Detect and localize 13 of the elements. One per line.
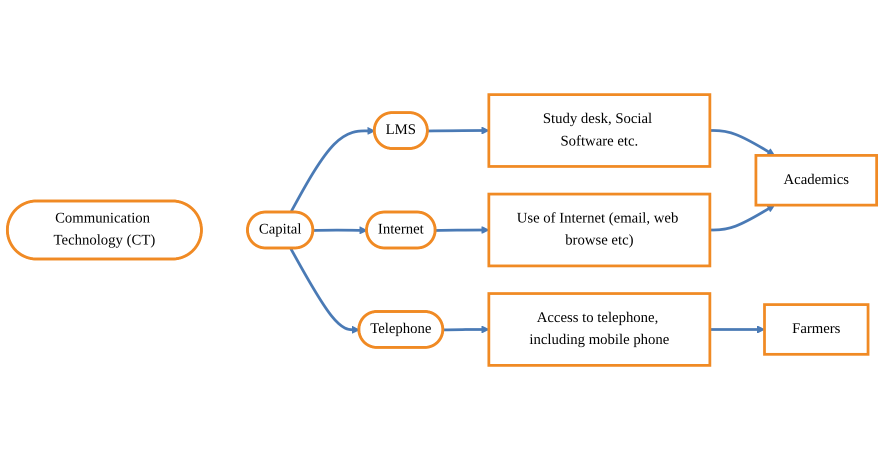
arrow (436, 226, 490, 234)
arrow (289, 248, 360, 334)
arrow (710, 204, 775, 232)
arrow (443, 325, 490, 334)
node-box: Farmers (763, 303, 870, 356)
arrow (710, 129, 775, 156)
arrow (710, 325, 765, 334)
node-box: Use of Internet (email, web browse etc) (487, 192, 712, 268)
arrow (313, 226, 368, 234)
node-box: Access to telephone, including mobile phone (487, 292, 712, 367)
node-box: Study desk, Social Software etc. (487, 93, 712, 168)
arrow (428, 126, 490, 135)
node-box: Academics (754, 154, 878, 207)
